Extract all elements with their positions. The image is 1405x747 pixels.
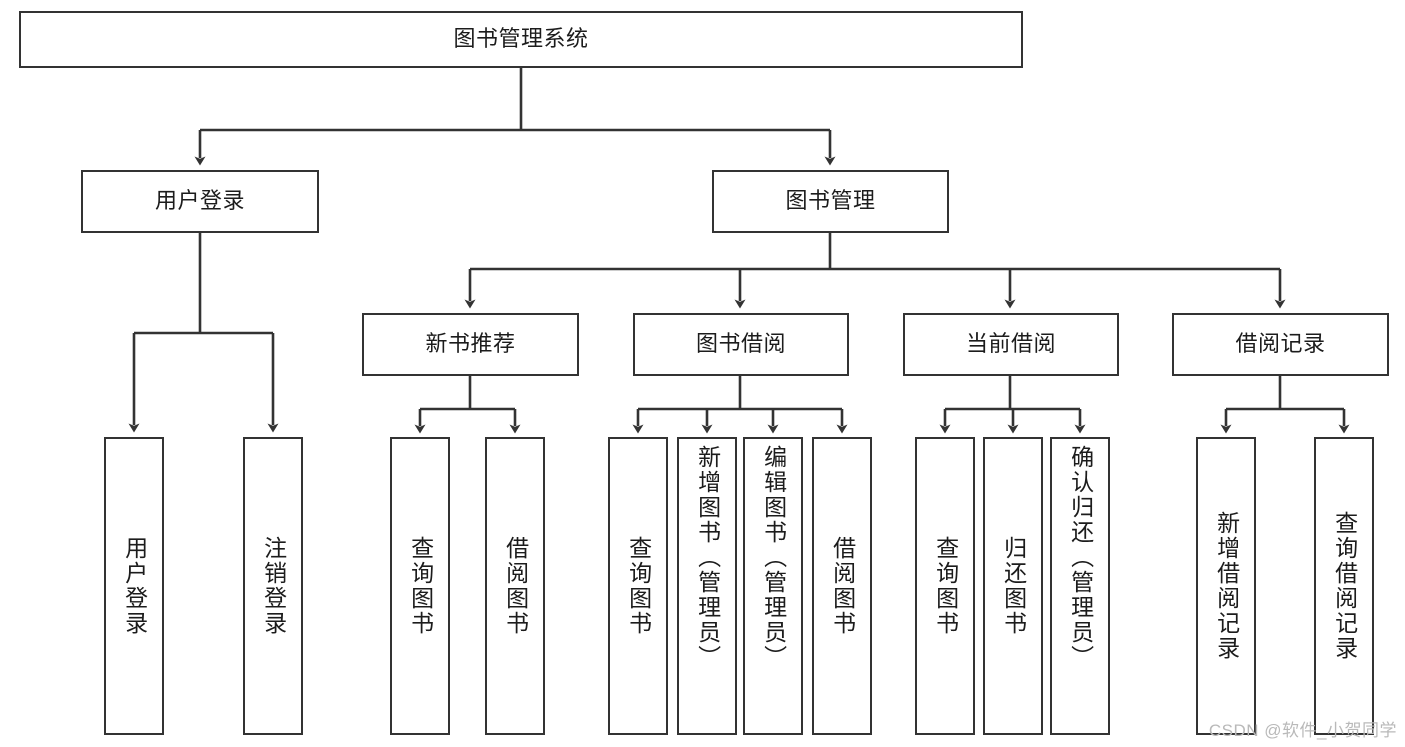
- node-borrow-records[interactable]: 借阅记录: [1172, 313, 1389, 376]
- node-user-login[interactable]: 用户登录: [81, 170, 319, 233]
- leaf-return-book[interactable]: 归还图书: [983, 437, 1043, 735]
- leaf-user-login[interactable]: 用户登录: [104, 437, 164, 735]
- leaf-user-logout[interactable]: 注销登录: [243, 437, 303, 735]
- node-book-management[interactable]: 图书管理: [712, 170, 949, 233]
- leaf-lend-book[interactable]: 借阅图书: [812, 437, 872, 735]
- leaf-query-book-current[interactable]: 查询图书: [915, 437, 975, 735]
- csdn-watermark: CSDN @软件_小贺同学: [1208, 721, 1397, 740]
- leaf-query-book-newbook[interactable]: 查询图书: [390, 437, 450, 735]
- node-book-borrow[interactable]: 图书借阅: [633, 313, 849, 376]
- leaf-edit-book-admin[interactable]: 编辑图书（管理员）: [743, 437, 803, 735]
- leaf-add-borrow-record[interactable]: 新增借阅记录: [1196, 437, 1256, 735]
- node-current-borrow[interactable]: 当前借阅: [903, 313, 1119, 376]
- leaf-borrow-book-newbook[interactable]: 借阅图书: [485, 437, 545, 735]
- leaf-add-book-admin[interactable]: 新增图书（管理员）: [677, 437, 737, 735]
- leaf-query-book-borrow[interactable]: 查询图书: [608, 437, 668, 735]
- node-root[interactable]: 图书管理系统: [19, 11, 1023, 68]
- node-new-book-recommend[interactable]: 新书推荐: [362, 313, 579, 376]
- leaf-query-borrow-record[interactable]: 查询借阅记录: [1314, 437, 1374, 735]
- leaf-confirm-return-admin[interactable]: 确认归还（管理员）: [1050, 437, 1110, 735]
